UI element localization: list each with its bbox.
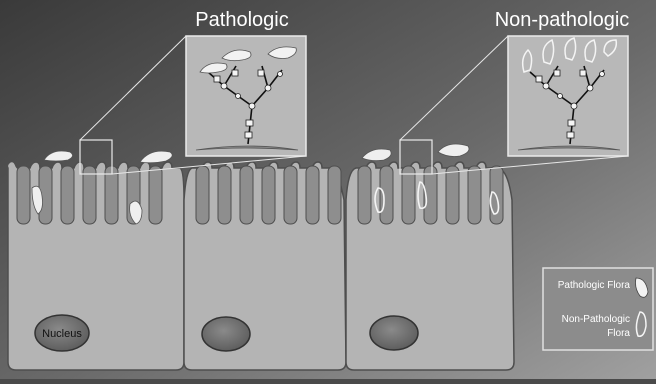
epithelial-cell-2	[184, 162, 346, 370]
microvillus	[105, 166, 118, 224]
microvillus	[61, 166, 74, 224]
pathologic-title: Pathologic	[195, 9, 288, 31]
legend-pathologic-label: Pathologic Flora	[558, 280, 631, 291]
microvillus	[218, 166, 231, 224]
microvillus	[328, 166, 341, 224]
microvillus	[17, 166, 30, 224]
non-pathologic-title: Non-pathologic	[495, 9, 630, 31]
nucleus-label: Nucleus	[42, 328, 82, 340]
microvillus	[468, 166, 481, 224]
microvillus	[240, 166, 253, 224]
microvillus	[380, 166, 393, 224]
microvillus	[358, 166, 371, 224]
microvillus	[196, 166, 209, 224]
microvillus	[402, 166, 415, 224]
legend-non-pathologic-label-2: Flora	[607, 328, 630, 339]
microvillus	[446, 166, 459, 224]
legend: Pathologic Flora Non-Pathologic Flora	[543, 268, 653, 350]
microvillus	[262, 166, 275, 224]
microvillus	[149, 166, 162, 224]
microvillus	[83, 166, 96, 224]
zoom-inset-non-pathologic	[508, 36, 628, 156]
nucleus	[370, 316, 418, 350]
legend-non-pathologic-label-1: Non-Pathologic	[562, 314, 630, 325]
epithelial-cell-3	[346, 162, 514, 370]
microvillus	[284, 166, 297, 224]
nucleus	[202, 317, 250, 351]
microvillus	[306, 166, 319, 224]
zoom-inset-pathologic	[186, 36, 306, 156]
